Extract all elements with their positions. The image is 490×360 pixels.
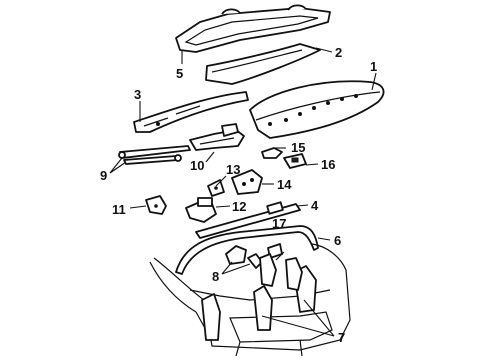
part-1-tonneau-cover [249,80,385,139]
callout-8: 8 [212,269,219,284]
callout-3: 3 [134,87,141,102]
part-9-struts [118,145,191,165]
part-7-supports [201,253,317,341]
part-8-brackets [225,245,263,269]
callout-15: 15 [291,140,305,155]
part-16-switch [283,153,307,169]
callout-14: 14 [277,177,292,192]
callout-5: 5 [176,66,183,81]
callout-7: 7 [338,330,345,345]
leader-lines [109,47,377,337]
part-11-hinge [145,195,167,215]
part-14-latch [231,169,263,195]
callout-labels: 1 2 3 4 5 6 7 8 9 10 11 12 13 14 15 16 1… [100,45,377,345]
part-3-rail [133,91,249,133]
part-2-trim-panel [205,43,321,85]
callout-6: 6 [334,233,341,248]
part-4-bar [195,201,301,239]
callout-1: 1 [370,59,377,74]
part-6-seal-strip [175,225,319,275]
part-13-bracket [207,179,225,197]
part-12-actuator [185,197,217,223]
callout-13: 13 [226,162,240,177]
part-15-clip [261,147,283,159]
callout-9: 9 [100,168,107,183]
callout-12: 12 [232,199,246,214]
callout-10: 10 [190,158,204,173]
part-5-weatherstrip [175,4,331,53]
callout-11: 11 [112,202,126,217]
callout-4: 4 [311,198,319,213]
callout-2: 2 [335,45,342,60]
callout-16: 16 [321,157,335,172]
part-10-linkage [189,123,245,151]
callout-17: 17 [272,216,286,231]
